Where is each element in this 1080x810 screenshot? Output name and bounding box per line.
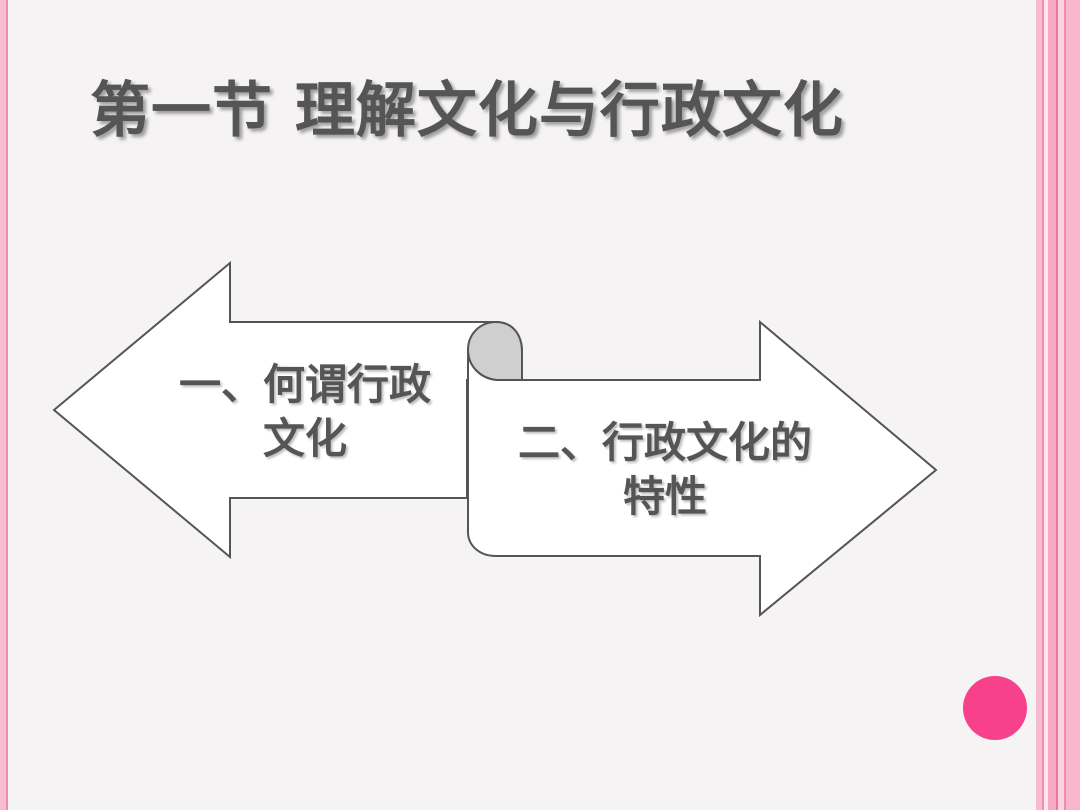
- right-arrow-label: 二、行政文化的 特性: [480, 416, 850, 524]
- left-border: [0, 0, 6, 810]
- left-arrow-label: 一、何谓行政 文化: [150, 358, 460, 466]
- right-arrow-label-line2: 特性: [622, 472, 707, 521]
- slide-title: 第一节 理解文化与行政文化: [90, 76, 844, 146]
- right-decorative-stripes: [1036, 0, 1080, 810]
- right-arrow-shape: [467, 319, 938, 618]
- left-border-line: [6, 0, 8, 810]
- left-arrow-label-line2: 文化: [262, 414, 347, 463]
- right-arrow-label-line1: 二、行政文化的: [517, 418, 812, 467]
- left-arrow-label-line1: 一、何谓行政: [178, 360, 431, 409]
- decorative-pink-dot: [963, 676, 1027, 740]
